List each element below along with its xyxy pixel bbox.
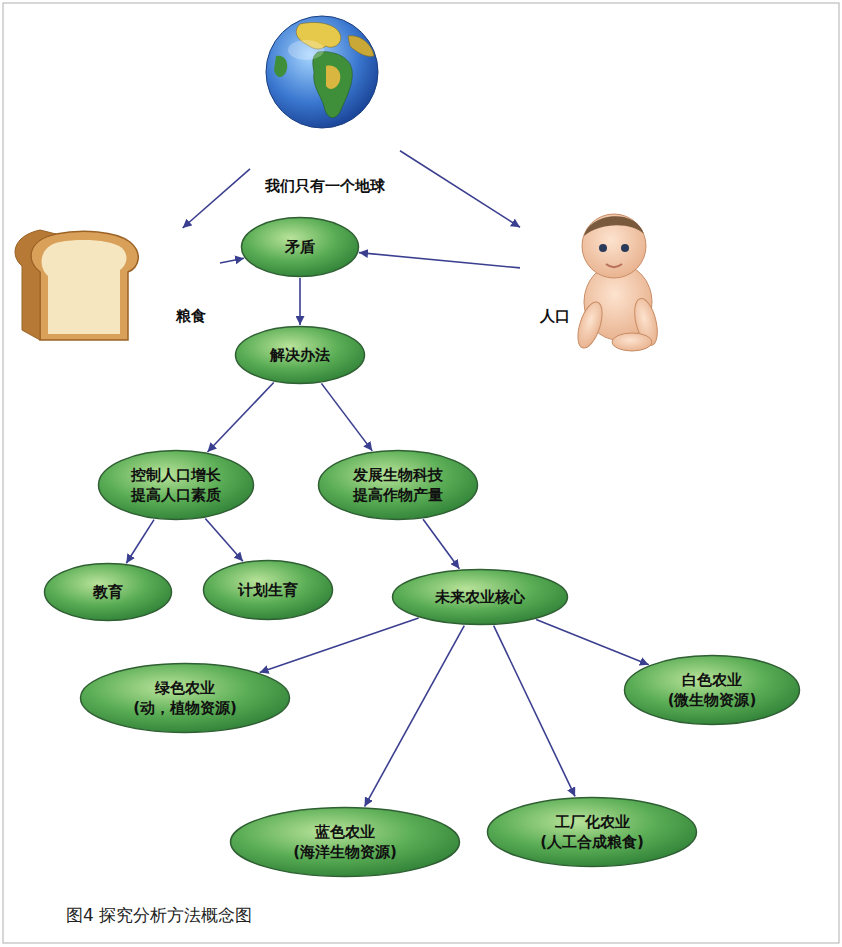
picture-node: 人口	[520, 200, 670, 350]
ellipse-shape	[81, 664, 290, 733]
arrow-connector	[536, 620, 649, 665]
text-line: 教育	[93, 582, 123, 602]
ellipse-shape	[236, 327, 365, 384]
arrow-connector	[359, 253, 520, 268]
concept-ellipse: 工厂化农业 (人工合成粮食)	[486, 796, 698, 868]
text-line: 控制人口增长	[131, 465, 221, 485]
concept-ellipse: 白色农业 (微生物资源)	[623, 654, 801, 726]
ellipse-shape	[393, 570, 568, 625]
concept-ellipse: 控制人口增长 提高人口素质	[97, 449, 255, 521]
node-text: 绿色农业 (动，植物资源)	[133, 678, 237, 719]
arrow-connector	[299, 278, 301, 325]
ellipse-shape	[242, 218, 359, 277]
node-text: 控制人口增长 提高人口素质	[131, 465, 221, 506]
baby-figure	[573, 214, 661, 351]
node-text: 我们只有一个地球	[265, 176, 385, 196]
ellipse-outline	[317, 449, 479, 521]
text-line: 未来农业核心	[435, 587, 525, 607]
ellipse-shape	[488, 798, 697, 867]
concept-ellipse: 计划生育	[202, 559, 334, 621]
node-text: 解决办法	[270, 345, 330, 365]
text-line: 提高人口素质	[131, 485, 221, 505]
text-line: 人口	[540, 306, 570, 326]
concept-ellipse: 教育	[43, 562, 173, 622]
ellipse-shape	[99, 451, 254, 520]
ellipse-outline	[623, 654, 801, 726]
node-text: 蓝色农业 (海洋生物资源)	[293, 822, 397, 863]
text-line: 蓝色农业	[315, 822, 375, 842]
ellipse-outline	[229, 806, 461, 878]
figure-caption: 图4 探究分析方法概念图	[60, 902, 258, 929]
bread-slice	[15, 230, 138, 340]
text-line: 计划生育	[238, 580, 298, 600]
text-line: 发展生物科技	[353, 465, 443, 485]
text-line: 解决办法	[270, 345, 330, 365]
text-line: 矛盾	[285, 237, 315, 257]
concept-ellipse: 发展生物科技 提高作物产量	[317, 449, 479, 521]
concept-ellipse: 矛盾	[240, 216, 360, 278]
node-text: 计划生育	[238, 580, 298, 600]
arrow-connector	[207, 383, 273, 452]
earth-globe	[266, 16, 378, 128]
text-line: 白色农业	[682, 670, 742, 690]
text-line: 提高作物产量	[353, 485, 443, 505]
figure-frame	[3, 3, 839, 943]
text-line: 绿色农业	[155, 678, 215, 698]
node-text: 粮食	[176, 306, 206, 326]
picture-node: 粮食	[20, 228, 220, 338]
arrow-connector	[126, 520, 154, 564]
text-line: (海洋生物资源)	[293, 842, 397, 862]
node-text: 教育	[93, 582, 123, 602]
ellipse-shape	[231, 808, 460, 877]
arrow-connector	[400, 151, 520, 227]
text-line: 图4	[66, 904, 94, 927]
text-line: 探究分析方法概念图	[99, 904, 252, 927]
arrow-connector	[220, 258, 244, 263]
node-text: 人口	[540, 306, 570, 326]
node-text: 图4 探究分析方法概念图	[66, 904, 252, 927]
text-line: 工厂化农业	[555, 812, 630, 832]
node-text: 未来农业核心	[435, 587, 525, 607]
concept-ellipse: 解决办法	[234, 325, 366, 385]
ellipse-shape	[204, 561, 333, 620]
node-text: 工厂化农业 (人工合成粮食)	[540, 812, 644, 853]
arrow-connector	[494, 626, 575, 797]
text-line: 粮食	[176, 306, 206, 326]
ellipse-outline	[97, 449, 255, 521]
ellipse-shape	[319, 451, 478, 520]
arrow-connector	[423, 519, 459, 569]
arrow-connector	[365, 626, 465, 807]
picture-node: 我们只有一个地球	[250, 8, 400, 198]
text-line: 我们只有一个地球	[265, 176, 385, 196]
text-line: (人工合成粮食)	[540, 832, 644, 852]
ellipse-shape	[625, 656, 800, 725]
concept-ellipse: 蓝色农业 (海洋生物资源)	[229, 806, 461, 878]
ellipse-outline	[79, 662, 291, 734]
arrow-connector	[205, 518, 243, 561]
arrow-connector	[183, 169, 250, 228]
concept-ellipse: 未来农业核心	[391, 568, 569, 626]
concept-ellipse: 绿色农业 (动，植物资源)	[79, 662, 291, 734]
text-line: (微生物资源)	[668, 690, 757, 710]
ellipse-outline	[486, 796, 698, 868]
node-text: 白色农业 (微生物资源)	[668, 670, 757, 711]
ellipse-shape	[45, 564, 172, 621]
node-text: 发展生物科技 提高作物产量	[353, 465, 443, 506]
arrow-connector	[321, 383, 372, 450]
text-line: (动，植物资源)	[133, 698, 237, 718]
arrow-connector	[260, 618, 419, 672]
node-text: 矛盾	[285, 237, 315, 257]
